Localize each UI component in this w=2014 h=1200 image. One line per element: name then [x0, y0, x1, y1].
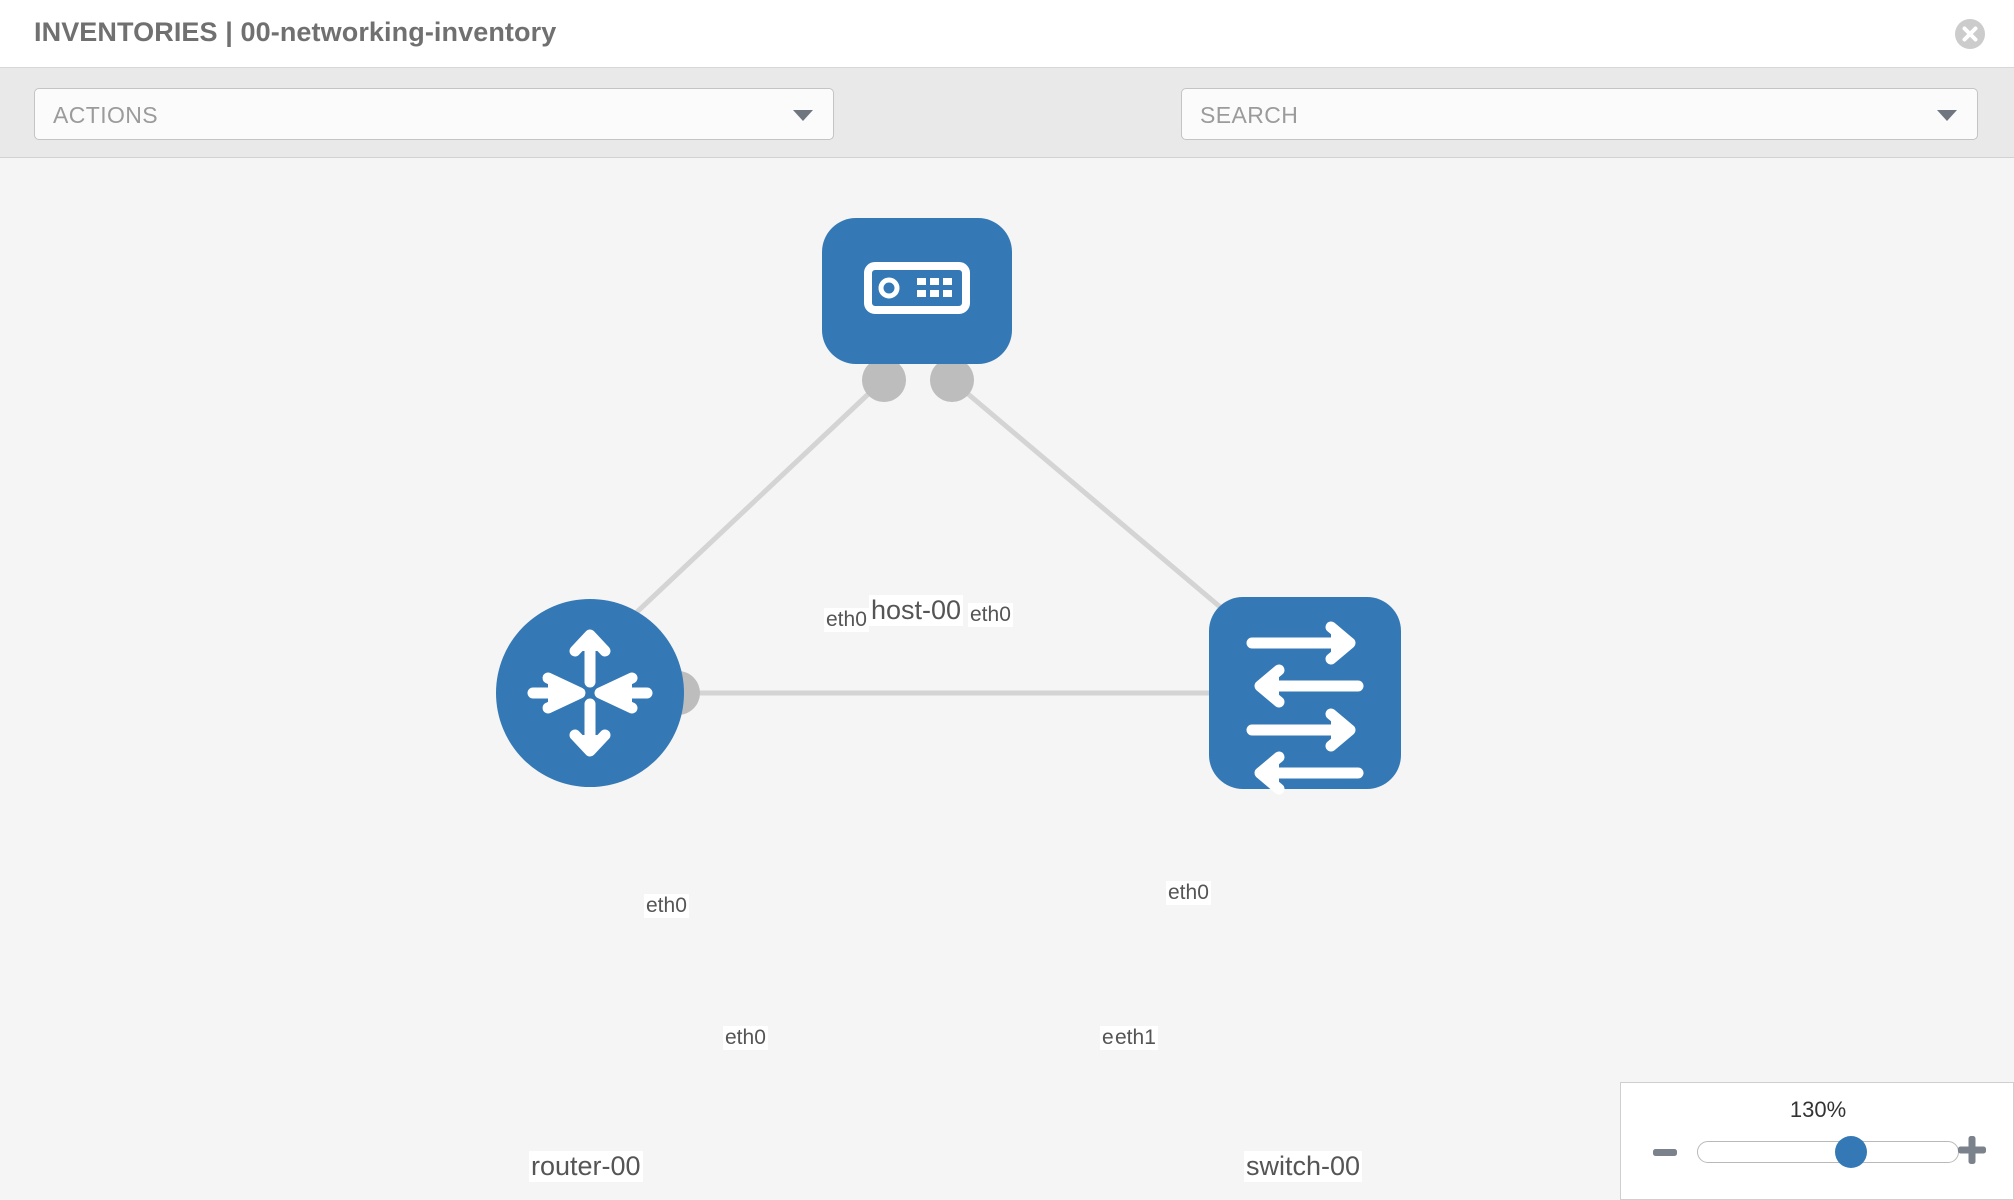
router-node-shape	[496, 599, 684, 787]
minus-icon[interactable]	[1651, 1139, 1679, 1167]
node-host-00	[822, 218, 1012, 364]
node-label-switch-00: switch-00	[1244, 1151, 1363, 1182]
topology-graph	[496, 218, 1401, 795]
zoom-control-panel: 130%	[1620, 1082, 2014, 1200]
zoom-slider[interactable]	[1697, 1136, 1959, 1168]
close-icon[interactable]	[1954, 18, 1986, 50]
iface-label-host-eth0-right: eth0	[968, 603, 1013, 627]
node-label-host-00: host-00	[869, 595, 964, 626]
plus-icon[interactable]	[1955, 1133, 1989, 1167]
actions-dropdown-label: ACTIONS	[53, 102, 159, 128]
iface-label-host-eth0-left: eth0	[824, 608, 869, 632]
endpoint-host-right	[930, 358, 974, 402]
link-host-router	[618, 381, 882, 630]
iface-label-switch-eth1: eth1	[1113, 1026, 1158, 1050]
endpoint-host-left	[862, 358, 906, 402]
actions-dropdown[interactable]: ACTIONS	[34, 88, 834, 140]
topology-canvas[interactable]: host-00 router-00 switch-00 eth0 eth0 et…	[0, 158, 2014, 1200]
node-label-router-00: router-00	[529, 1151, 643, 1182]
iface-label-switch-eth0-uplink: eth0	[1166, 881, 1211, 905]
page-title: INVENTORIES | 00-networking-inventory	[34, 17, 557, 47]
switch-node-shape	[1209, 597, 1401, 789]
server-icon	[864, 262, 970, 314]
zoom-slider-handle[interactable]	[1835, 1136, 1867, 1168]
toolbar: ACTIONS SEARCH	[0, 68, 2014, 196]
node-router-00	[496, 599, 684, 787]
chevron-down-icon	[793, 110, 813, 121]
node-switch-00	[1209, 597, 1401, 795]
search-placeholder: SEARCH	[1200, 102, 1299, 128]
topology-links	[618, 381, 1247, 696]
page-header: INVENTORIES | 00-networking-inventory	[0, 0, 2014, 68]
iface-label-router-eth0: eth0	[723, 1026, 768, 1050]
switch-arrows-icon	[1246, 621, 1364, 795]
topology-endpoints	[656, 358, 1275, 715]
search-input[interactable]: SEARCH	[1181, 88, 1978, 140]
link-host-switch	[953, 381, 1247, 630]
router-arrows-icon	[527, 629, 653, 757]
chevron-down-icon[interactable]	[1937, 110, 1957, 121]
zoom-level-value: 130%	[1789, 1097, 1847, 1122]
iface-label-router-eth0-uplink: eth0	[644, 894, 689, 918]
